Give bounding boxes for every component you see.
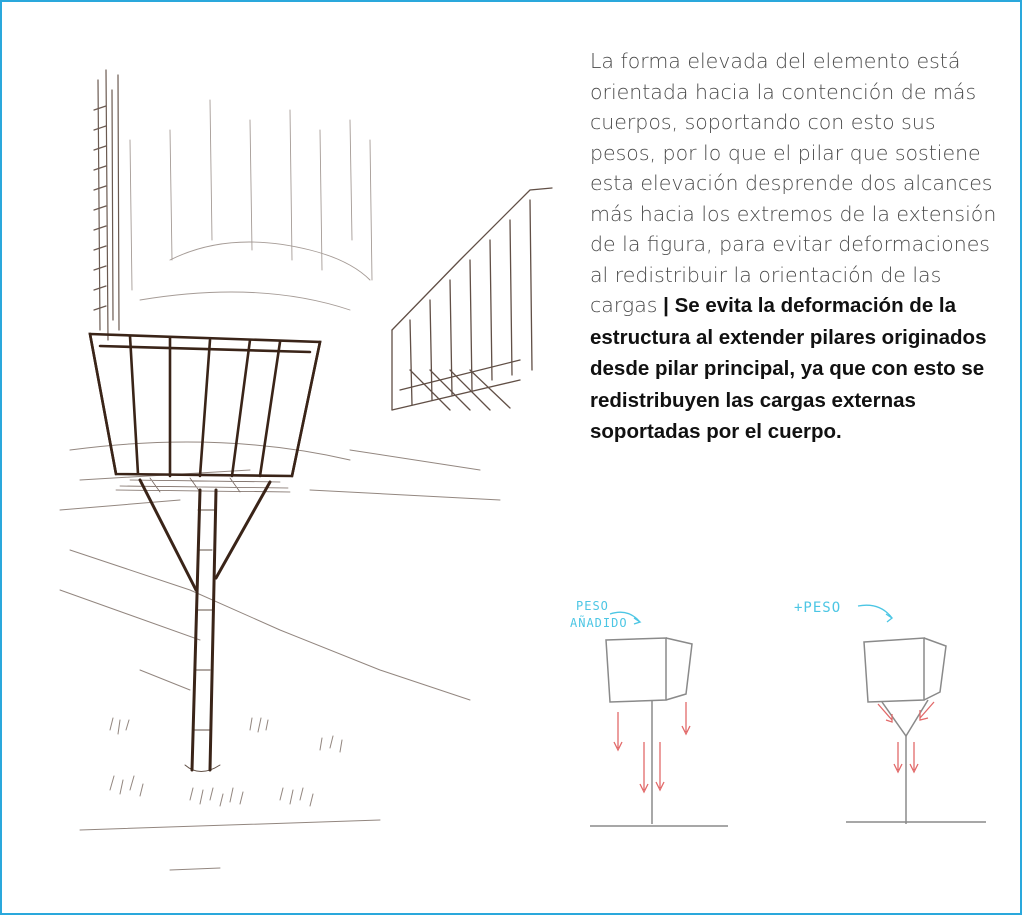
label-anadido: AÑADIDO [570, 615, 628, 630]
sketch-elevated-box [88, 332, 322, 478]
sketch-background-wall [93, 69, 120, 341]
description-separator: | [657, 294, 675, 317]
label-peso: PESO [576, 599, 609, 613]
diagram-single-pillar: PESO AÑADIDO [570, 599, 728, 827]
sketch-pillar [138, 478, 272, 772]
left-box [605, 637, 693, 703]
structure-sketch [59, 69, 553, 871]
label-right-arrow [857, 604, 893, 619]
right-load-arrows [877, 701, 935, 774]
sketch-background-lines [129, 99, 373, 311]
left-load-arrows [613, 702, 691, 794]
description-bold: Se evita la deformación de la estructura… [590, 294, 987, 443]
load-diagrams: PESO AÑADIDO +PESO [570, 599, 986, 827]
description-text: La forma elevada del elemento está orien… [590, 46, 1000, 448]
right-box [863, 637, 947, 703]
sketch-background-building [391, 187, 553, 411]
sketch-box-floor [115, 477, 291, 493]
label-plus-peso: +PESO [794, 600, 841, 616]
sketch-ground [59, 441, 501, 871]
description-light: La forma elevada del elemento está orien… [590, 49, 997, 317]
diagram-branched-pillar: +PESO [794, 600, 986, 824]
right-branches [881, 699, 929, 738]
